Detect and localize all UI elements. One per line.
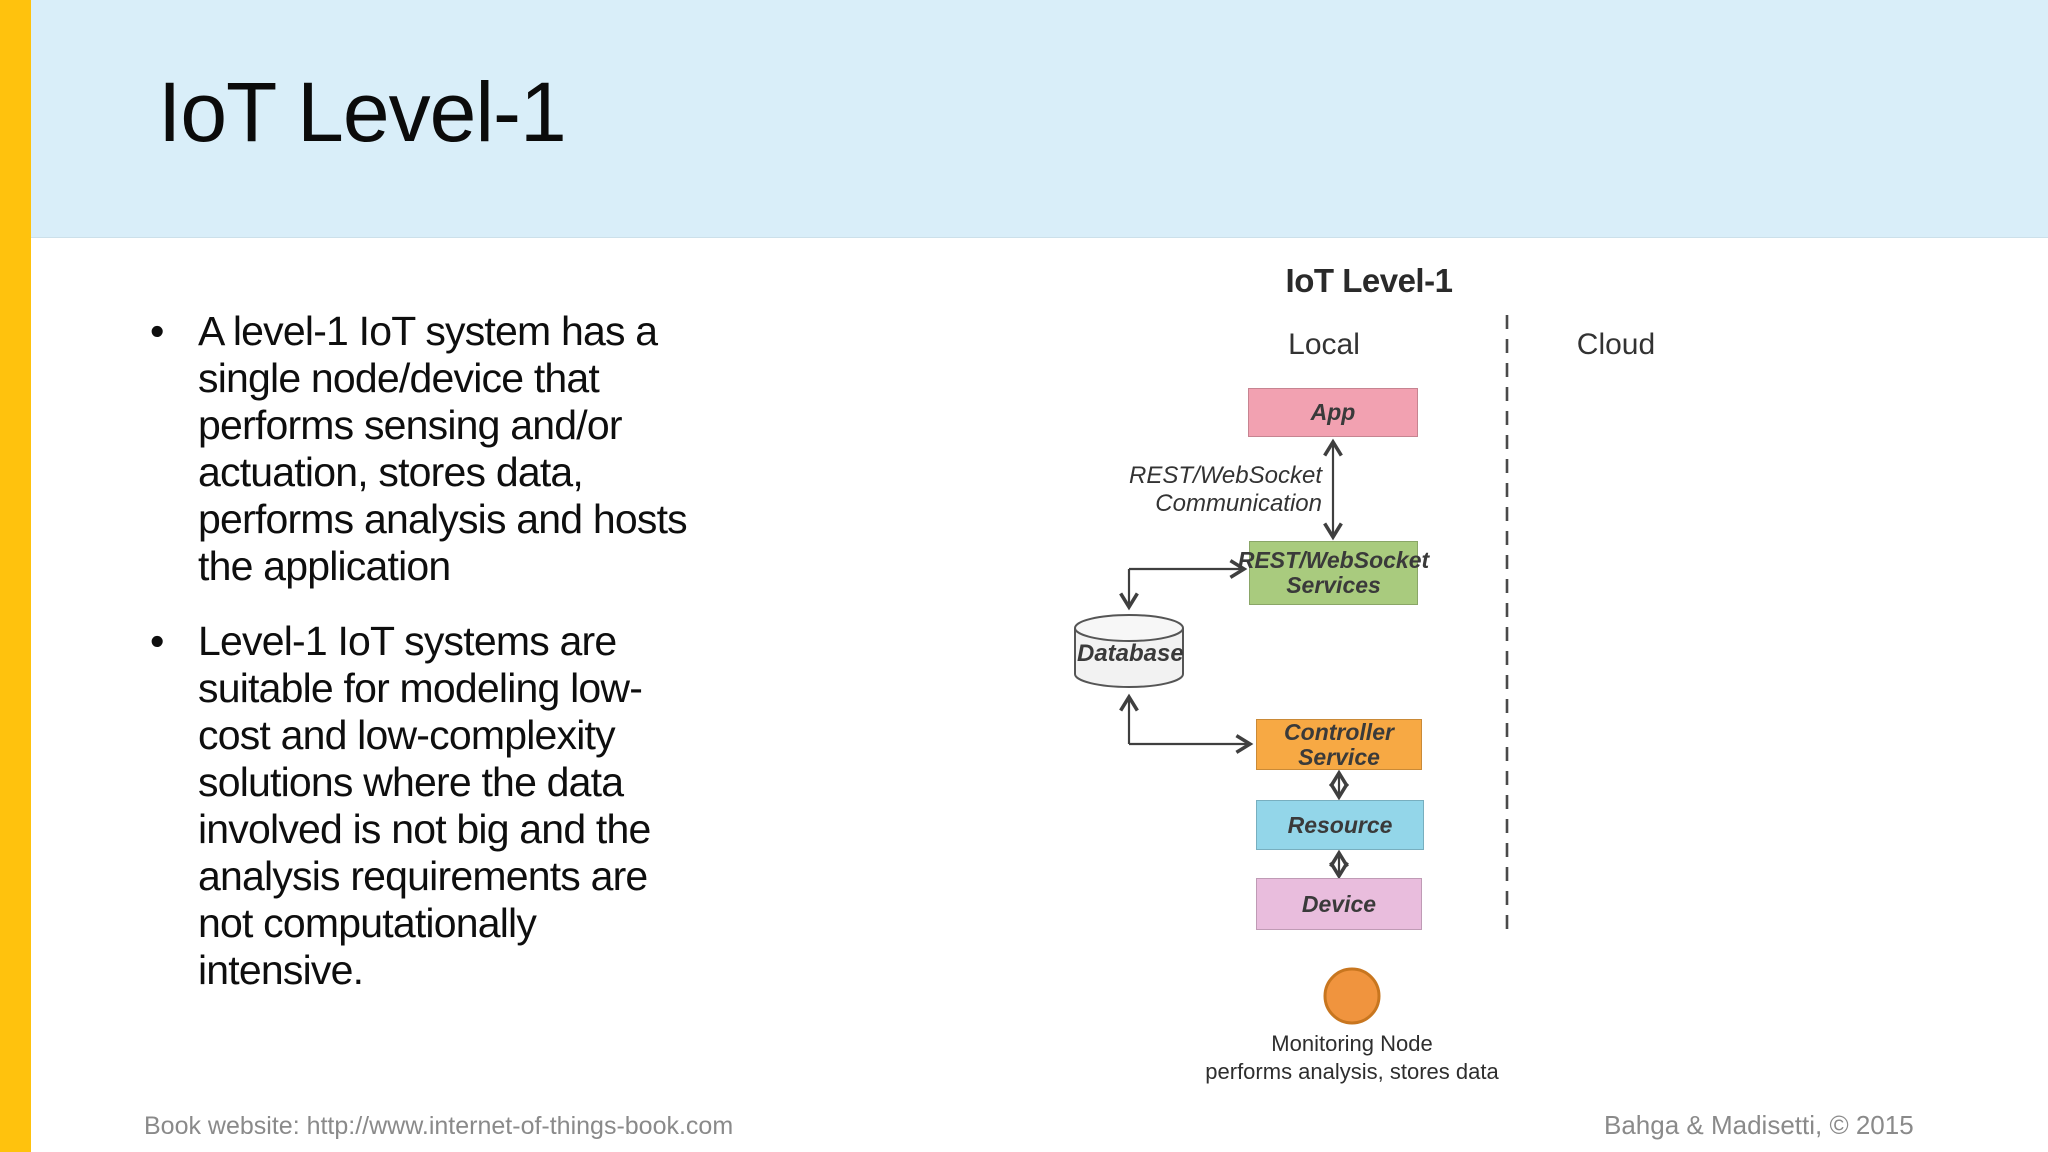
monitoring-node-caption: Monitoring Node performs analysis, store…	[1205, 1031, 1499, 1084]
diagram-connectors	[1074, 315, 1509, 1025]
node-device: Device	[1256, 878, 1422, 930]
accent-bar	[0, 0, 31, 1152]
diagram-title: IoT Level-1	[1285, 262, 1453, 299]
node-rest-websocket-services-label: REST/WebSocket Services	[1237, 547, 1430, 598]
bullet-marker: •	[150, 618, 164, 664]
database-label: Database	[1077, 640, 1184, 667]
bullet-list: • A level-1 IoT system has a single node…	[150, 308, 870, 1022]
page-title: IoT Level-1	[158, 65, 567, 159]
footer-copyright: Bahga & Madisetti, © 2015	[1604, 1110, 1914, 1140]
bullet-marker: •	[150, 308, 164, 354]
node-app-label: App	[1310, 399, 1356, 425]
node-app: App	[1248, 388, 1418, 437]
bullet-text: A level-1 IoT system has a single node/d…	[198, 308, 688, 589]
node-resource-label: Resource	[1287, 811, 1393, 838]
database-cylinder	[1074, 614, 1184, 688]
node-controller-service-label: Controller Service	[1284, 718, 1394, 770]
node-controller-service: Controller Service	[1256, 719, 1422, 770]
bullet-item: • A level-1 IoT system has a single node…	[150, 308, 870, 590]
monitoring-node-circle	[1323, 967, 1381, 1025]
slide-header	[31, 0, 2048, 238]
node-resource: Resource	[1256, 800, 1424, 850]
bullet-item: • Level-1 IoT systems are suitable for m…	[150, 618, 870, 994]
bullet-text: Level-1 IoT systems are suitable for mod…	[198, 618, 651, 993]
footer-book-website: Book website: http://www.internet-of-thi…	[144, 1112, 734, 1140]
zone-label-local: Local	[1288, 328, 1360, 361]
node-rest-websocket-services: REST/WebSocket Services	[1238, 541, 1429, 605]
zone-label-cloud: Cloud	[1576, 328, 1656, 361]
communication-label: REST/WebSocket Communication	[1129, 462, 1322, 517]
node-device-label: Device	[1301, 890, 1377, 917]
